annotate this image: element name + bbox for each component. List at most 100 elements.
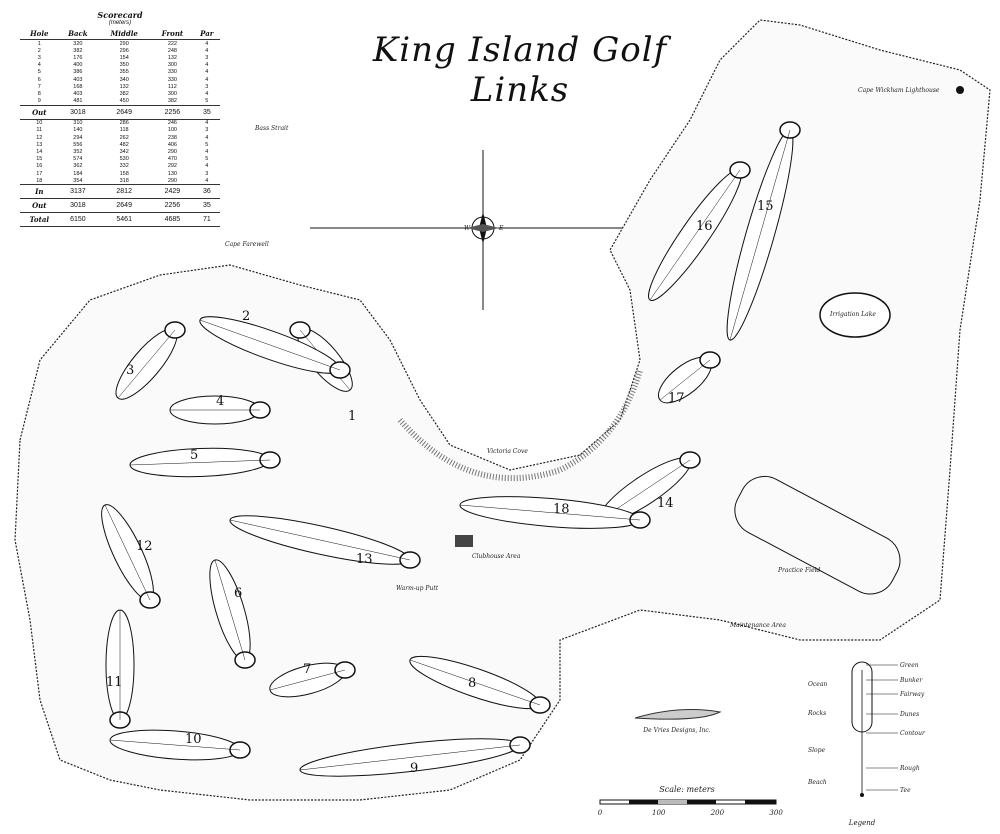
label-clubhouse: Clubhouse Area	[472, 553, 521, 560]
label-irrigation-lake: Irrigation Lake	[829, 311, 876, 318]
hole-number: 2	[242, 309, 250, 324]
scorecard-cell: 4	[37, 62, 41, 69]
scorecard-cell: 286	[119, 120, 129, 127]
hole-number: 17	[668, 391, 685, 406]
scorecard-cell: 5	[37, 69, 41, 76]
hole-number: 7	[303, 662, 311, 677]
centerline-hole-13	[229, 519, 411, 561]
scorecard-cell: 332	[119, 163, 129, 170]
scorecard-cell: 5	[205, 141, 209, 148]
scorecard-cell: 3018	[58, 104, 98, 120]
hole-number: 16	[696, 219, 713, 234]
scorecard-cell: 71	[193, 212, 220, 228]
legend-label: Bunker	[899, 677, 923, 684]
scorecard-cell: 362	[73, 163, 83, 170]
scale-tick: 0	[598, 809, 603, 817]
scorecard-cell: 403	[73, 76, 83, 83]
scorecard-cell: 18	[36, 177, 43, 184]
label-bass-strait: Bass Strait	[254, 125, 289, 132]
scorecard-cell: 330	[167, 76, 177, 83]
lighthouse-marker	[956, 86, 964, 94]
hole-number: 15	[757, 199, 774, 214]
scorecard-cell: 318	[119, 177, 129, 184]
scorecard-header: Back	[58, 28, 98, 40]
scorecard-cell: 3	[205, 127, 209, 134]
scorecard-cell: 4	[205, 76, 209, 83]
legend-label: Rough	[899, 765, 920, 772]
legend-label: Slope	[808, 747, 825, 754]
scorecard-header: Middle	[97, 28, 152, 40]
centerline-hole-10	[109, 739, 241, 751]
label-victoria-cove: Victoria Cove	[487, 448, 528, 455]
clubhouse-building	[455, 535, 473, 547]
centerline-hole-8	[409, 659, 541, 706]
centerline-hole-6	[214, 559, 246, 661]
scorecard-cell: 248	[167, 47, 177, 54]
scorecard-cell: 262	[119, 134, 129, 141]
centerline-hole-18	[459, 504, 641, 521]
scorecard-cell: 132	[167, 54, 177, 61]
scorecard-cell: Out	[20, 104, 59, 120]
scorecard-row: 11 140 118 100 3	[20, 127, 220, 134]
scorecard-cell: 100	[167, 127, 177, 134]
scorecard-cell: 12	[36, 134, 43, 141]
scorecard-cell: 382	[119, 90, 129, 97]
scorecard-cell: 130	[167, 170, 177, 177]
scorecard-cell: 400	[73, 62, 83, 69]
label-practice-field: Practice Field	[777, 567, 821, 574]
map-title: King Island Golf Links	[372, 30, 668, 110]
scorecard-cell: 140	[73, 127, 83, 134]
scorecard-cell: 3	[205, 170, 209, 177]
scorecard-cell: 382	[167, 98, 177, 105]
scorecard-cell: 222	[167, 40, 177, 47]
scorecard-cell: 3	[205, 83, 209, 90]
scorecard-cell: 406	[167, 141, 177, 148]
scorecard-cell: 290	[167, 149, 177, 156]
practice-field-outline	[734, 475, 901, 595]
compass-west: W	[464, 225, 471, 232]
scorecard-cell: 17	[36, 170, 43, 177]
scorecard-cell: 112	[168, 83, 177, 90]
scorecard-cell: 4	[205, 149, 209, 156]
scorecard-cell: 13	[36, 141, 43, 148]
label-cape-farewell: Cape Farewell	[225, 241, 269, 248]
hole-number: 14	[657, 496, 674, 511]
scorecard-cell: 4685	[151, 212, 194, 228]
hole-number: 13	[356, 552, 373, 567]
scorecard-cell: 118	[119, 127, 129, 134]
scorecard-cell: 2256	[151, 104, 194, 120]
scorecard-cell: 320	[73, 40, 83, 47]
scorecard-cell: 246	[167, 120, 177, 127]
hole-number: 11	[106, 675, 123, 690]
label-maintenance-area: Maintenance Area	[729, 622, 786, 629]
legend-label: Fairway	[899, 691, 925, 698]
legend-label: Beach	[807, 779, 827, 786]
scorecard-cell: 11	[36, 127, 43, 134]
legend-label: Green	[900, 662, 919, 669]
scorecard-cell: 386	[73, 69, 83, 76]
scorecard-cell: 290	[167, 177, 177, 184]
scorecard-cell: 296	[119, 47, 129, 54]
scorecard-cell: 4	[205, 120, 209, 127]
scorecard-cell: 470	[167, 156, 177, 163]
scorecard-cell: 292	[167, 163, 177, 170]
hole-number: 4	[216, 394, 224, 409]
